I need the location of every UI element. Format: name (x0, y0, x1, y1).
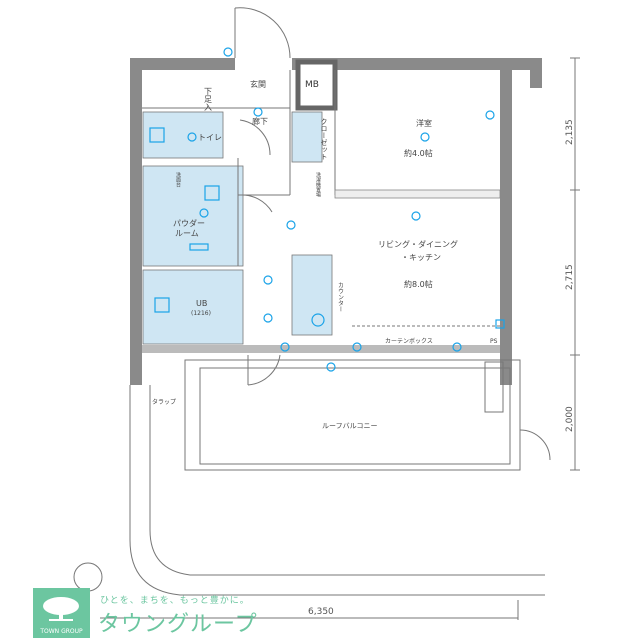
tree-icon (43, 597, 79, 621)
compass-icon (73, 562, 103, 592)
town-group-logo: TOWN GROUP (33, 588, 90, 638)
label-western-room: 洋室 (416, 118, 432, 128)
bath-area (142, 269, 244, 345)
label-mb: MB (305, 80, 319, 90)
dimension-right-bottom: 2,000 (565, 406, 575, 432)
label-ps: PS (490, 338, 498, 345)
wall-right (500, 70, 512, 385)
closet-area (291, 111, 323, 163)
label-bath: UB (196, 299, 207, 308)
dimension-right-middle: 2,715 (565, 264, 575, 290)
label-ldk-size: 約8.0帖 (404, 279, 433, 289)
logo-tagline: ひとを、まちを、もっと豊かに。 (100, 596, 250, 606)
dimension-bottom-width: 6,350 (308, 607, 334, 617)
label-toilet: トイレ (198, 133, 222, 142)
wall-column (530, 58, 542, 88)
logo-name-jp: タウングループ (98, 612, 258, 637)
toilet-area (142, 111, 224, 159)
dimension-lines (100, 57, 580, 620)
label-ldk: リビング・ダイニング (378, 239, 458, 249)
label-western-room-size: 約4.0帖 (404, 148, 433, 158)
label-entrance: 玄関 (250, 79, 266, 89)
kitchen-area (291, 254, 333, 336)
wall-bottom (142, 345, 500, 353)
powder-room-area (142, 165, 244, 267)
label-bath-size: (1216) (191, 310, 211, 317)
label-powder-room: パウダー (173, 218, 205, 228)
label-curtain-box: カーテンボックス (385, 337, 433, 345)
logo-name-en: TOWN GROUP (40, 628, 83, 635)
label-ldk-2: ・キッチン (401, 253, 441, 262)
label-shoe-storage: 下足入 (204, 87, 213, 111)
wall-left (130, 58, 142, 385)
wall-top-left (130, 58, 235, 70)
wall-top-right (292, 58, 542, 70)
label-laundry: 洗濯機置場 (315, 171, 321, 198)
label-closet: クローゼット (320, 118, 328, 160)
equipment-symbols (149, 47, 505, 372)
dimension-right-top: 2,135 (565, 119, 575, 145)
label-balcony: ルーフバルコニー (322, 422, 377, 430)
label-vanity: 洗面台 (175, 171, 181, 188)
label-ladder: タラップ (152, 398, 176, 406)
label-powder-room-2: ルーム (175, 229, 199, 238)
label-corridor: 廊下 (252, 116, 268, 126)
ladder-hatch (484, 361, 504, 413)
label-counter: カウンター (337, 282, 344, 312)
